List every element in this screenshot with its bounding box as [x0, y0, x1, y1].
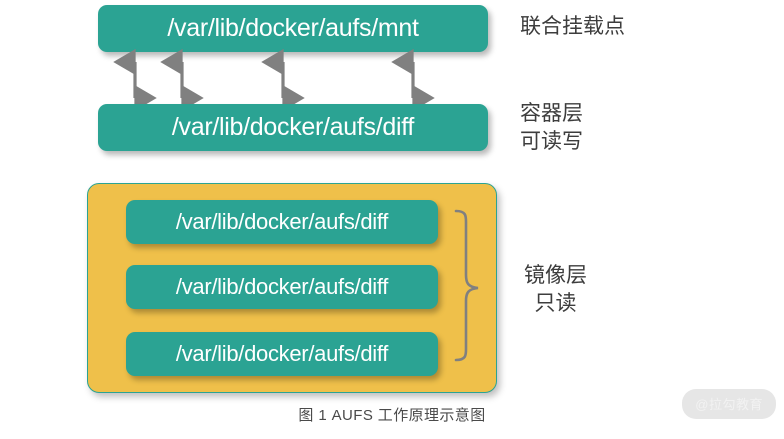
- image-layer-box-1-label: /var/lib/docker/aufs/diff: [175, 209, 389, 234]
- mount-point-box-label: /var/lib/docker/aufs/mnt: [167, 14, 419, 42]
- container-layer-box-label: /var/lib/docker/aufs/diff: [171, 113, 415, 141]
- container-layer-box: /var/lib/docker/aufs/diff: [98, 104, 488, 151]
- watermark: @拉勾教育: [682, 389, 776, 419]
- figure-caption: 图 1 AUFS 工作原理示意图: [298, 407, 486, 424]
- image-layer-side-label: 镜像层 只读: [524, 264, 587, 315]
- container-layer-side-label: 容器层 可读写: [520, 102, 583, 153]
- image-layer-box-3-label: /var/lib/docker/aufs/diff: [175, 341, 389, 366]
- image-layer-box-2-label: /var/lib/docker/aufs/diff: [175, 274, 389, 299]
- mount-point-side-label: 联合挂载点: [520, 15, 625, 38]
- image-layer-box-2: /var/lib/docker/aufs/diff: [126, 265, 438, 309]
- mount-point-box: /var/lib/docker/aufs/mnt: [98, 5, 488, 52]
- image-layer-box-1: /var/lib/docker/aufs/diff: [126, 200, 438, 244]
- image-layer-box-3: /var/lib/docker/aufs/diff: [126, 332, 438, 376]
